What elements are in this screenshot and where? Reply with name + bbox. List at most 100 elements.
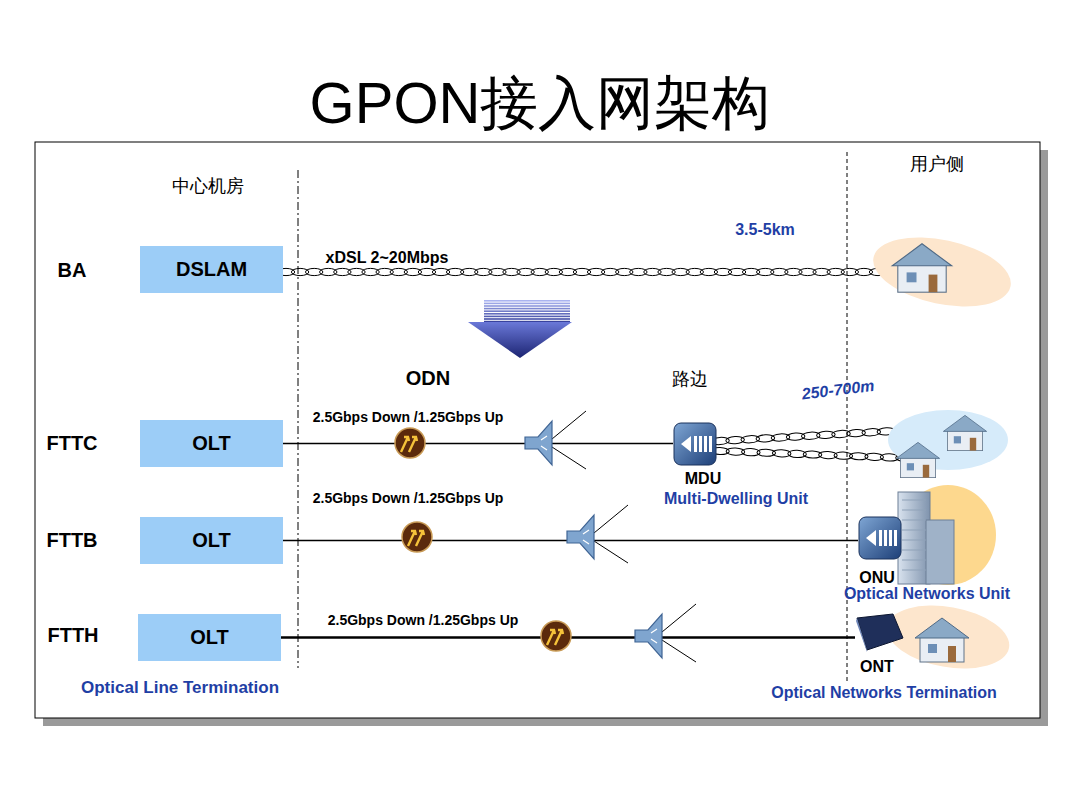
house-icon — [943, 415, 986, 450]
arrow-stripe — [484, 303, 570, 305]
row-label: BA — [58, 259, 87, 281]
splitter-body — [567, 515, 594, 559]
wire-twist — [390, 268, 407, 275]
device-mark — [879, 530, 882, 546]
wire-twist — [862, 428, 881, 436]
house-window — [954, 436, 961, 443]
house-wall — [898, 264, 946, 293]
splitter-branch — [552, 411, 586, 439]
house-window — [928, 644, 937, 653]
wire-twist — [757, 268, 774, 275]
term-label: Optical Line Termination — [81, 679, 279, 698]
arrow-stripe — [484, 316, 570, 318]
house-ground — [867, 226, 1017, 318]
amplifier-arrow — [547, 630, 555, 645]
arrow-head — [468, 322, 572, 358]
amplifier-symbol — [395, 428, 425, 458]
amplifier-arrow — [408, 531, 416, 546]
wire-twist — [559, 268, 576, 275]
wire-twist — [756, 434, 775, 442]
house-icon — [896, 442, 939, 477]
node-caption: Multi-Dwelling Unit — [664, 490, 808, 508]
device-mark — [889, 530, 892, 546]
amplifier-symbol — [541, 621, 571, 651]
wire-twist — [404, 268, 421, 275]
wire-twist — [813, 268, 830, 275]
link-rate-label: 2.5Gbps Down /1.25Gbps Up — [313, 410, 504, 425]
arrow-stripe — [484, 308, 570, 310]
device-body — [857, 614, 903, 650]
arrow-stripe — [484, 313, 570, 315]
house-roof — [943, 415, 986, 431]
wire-twist — [786, 432, 805, 440]
amplifier-arrow — [555, 630, 563, 645]
olt-box: OLT — [138, 614, 281, 661]
zone-label: 中心机房 — [172, 177, 244, 197]
building-icon — [898, 492, 954, 584]
building-floor — [902, 570, 926, 571]
wire-twist — [827, 268, 844, 275]
twisted-pair — [277, 268, 886, 275]
wire-twist — [855, 268, 872, 275]
ont-unit: ONTOptical Networks Termination — [855, 612, 905, 652]
device-icon — [673, 422, 717, 466]
wire-twist — [306, 268, 323, 275]
boundary-line — [298, 170, 299, 668]
splitter-branch — [662, 640, 696, 662]
wire-twist — [587, 268, 604, 275]
arrow-stripe — [484, 310, 570, 312]
wire-twist — [700, 268, 717, 275]
splitter-branch — [594, 541, 628, 563]
house-wall — [900, 457, 935, 478]
title: GPON接入网架构 — [310, 71, 771, 135]
building-floor — [902, 550, 926, 551]
wire-twist — [785, 268, 802, 275]
house-roof — [892, 244, 951, 266]
wire-twist — [847, 429, 866, 437]
olt-box: OLT — [140, 420, 283, 467]
mdu-unit: MDUMulti-Dwelling Unit — [673, 422, 717, 466]
splitter-body — [525, 421, 552, 465]
row-label: FTTC — [46, 432, 97, 454]
wire-twist — [376, 268, 393, 275]
wire-twist — [531, 268, 548, 275]
wire-twist — [616, 268, 633, 275]
building-floor — [902, 520, 926, 521]
building-floor — [902, 540, 926, 541]
wire-twist — [320, 268, 337, 275]
amplifier-arrow — [401, 437, 409, 452]
house-window — [907, 272, 917, 282]
arrow-stripe — [484, 300, 570, 302]
link-rate-label: 2.5Gbps Down /1.25Gbps Up — [328, 613, 519, 628]
building-wing — [926, 520, 954, 584]
wire-twist — [672, 268, 689, 275]
arrow-stripe — [484, 305, 570, 307]
device-mark — [704, 436, 707, 452]
wire-twist — [348, 268, 365, 275]
device-body — [859, 517, 901, 559]
wire-twist — [446, 268, 463, 275]
building-floor — [902, 560, 926, 561]
amplifier-arrow — [409, 437, 417, 452]
house-icon — [915, 618, 969, 662]
wire-twist — [841, 268, 858, 275]
wire-twist — [741, 435, 760, 443]
splitter-symbol — [525, 411, 586, 469]
house-icon — [892, 244, 951, 292]
house-roof — [915, 618, 969, 638]
wire-twist — [801, 432, 820, 440]
amplifier-arrow — [416, 531, 424, 546]
splitter-mark — [651, 629, 657, 643]
device-mark — [699, 436, 702, 452]
wire-twist — [602, 268, 619, 275]
house-wall — [947, 430, 982, 451]
fiber-link — [283, 443, 673, 445]
node-name: ONT — [860, 658, 894, 676]
wire-twist — [799, 268, 816, 275]
node-name: ONU — [859, 569, 895, 587]
node-name: DSLAM — [176, 258, 247, 281]
splitter-branch — [662, 604, 696, 632]
wire-twist — [461, 268, 478, 275]
device-mark — [681, 436, 691, 452]
